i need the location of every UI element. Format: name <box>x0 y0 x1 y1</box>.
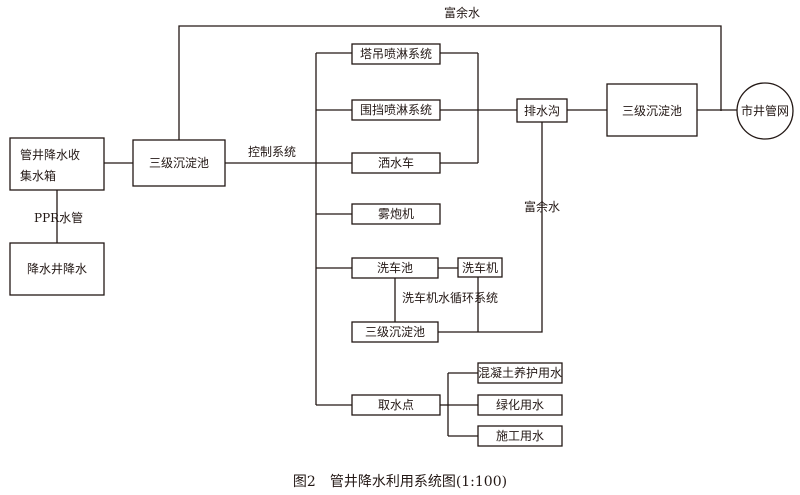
wash-cycle-label: 洗车机水循环系统 <box>402 290 498 305</box>
water-intake-frame <box>351 394 441 416</box>
connector-surplus-top <box>178 25 722 140</box>
city-pipe-label: 市井管网 <box>741 103 789 118</box>
city-pipe-circle <box>736 82 794 140</box>
fence-spray-frame <box>351 99 441 121</box>
fog-cannon-box: 雾炮机 <box>351 203 441 225</box>
settle-tank-2-frame <box>606 83 698 137</box>
collect-box: 管井降水收 集水箱 <box>9 137 105 191</box>
collect-box-label-line1: 管井降水收 <box>20 147 80 162</box>
city-pipe-node: 市井管网 <box>736 82 794 140</box>
surplus-top-label: 富余水 <box>444 5 480 20</box>
wash-pool-label: 洗车池 <box>377 260 413 275</box>
concrete-curing-frame <box>477 362 563 384</box>
water-intake-box: 取水点 <box>351 394 441 416</box>
wash-machine-frame <box>457 257 503 278</box>
control-system-label: 控制系统 <box>248 145 296 159</box>
figure-caption: 图2 管井降水利用系统图(1:100) <box>293 474 507 490</box>
tower-crane-spray-box: 塔吊喷淋系统 <box>351 43 441 65</box>
water-intake-label: 取水点 <box>378 398 414 412</box>
surplus-mid-label: 富余水 <box>524 199 560 214</box>
settle-tank-wash-box: 三级沉淀池 <box>351 321 439 343</box>
collect-box-frame <box>9 137 105 191</box>
connectors <box>56 25 737 437</box>
construction-water-box: 施工用水 <box>477 425 563 447</box>
well-dewater-label: 降水井降水 <box>27 262 87 276</box>
sprinkler-truck-label: 洒水车 <box>378 155 414 170</box>
wash-pool-frame <box>351 257 439 279</box>
settle-tank-1: 三级沉淀池 <box>132 139 226 187</box>
settle-tank-1-frame <box>132 139 226 187</box>
drain-ditch-box: 排水沟 <box>516 98 568 123</box>
well-dewater-frame <box>9 242 105 296</box>
concrete-curing-box: 混凝土养护用水 <box>477 362 563 384</box>
fog-cannon-frame <box>351 203 441 225</box>
drain-ditch-label: 排水沟 <box>524 104 560 118</box>
greening-water-label: 绿化用水 <box>496 397 544 412</box>
sprinkler-truck-frame <box>351 152 441 174</box>
ppr-pipe-label: PPR水管 <box>34 210 83 225</box>
tower-crane-spray-label: 塔吊喷淋系统 <box>360 47 432 61</box>
settle-tank-wash-frame <box>351 321 439 343</box>
tower-crane-spray-frame <box>351 43 441 65</box>
wash-machine-box: 洗车机 <box>457 257 503 278</box>
fence-spray-label: 围挡喷淋系统 <box>360 103 432 117</box>
settle-tank-2-label: 三级沉淀池 <box>622 104 682 118</box>
wash-machine-label: 洗车机 <box>462 260 498 275</box>
construction-water-frame <box>477 425 563 447</box>
settle-tank-wash-label: 三级沉淀池 <box>365 325 425 339</box>
collect-box-label-line2: 集水箱 <box>20 168 56 183</box>
greening-water-box: 绿化用水 <box>477 394 563 416</box>
construction-water-label: 施工用水 <box>496 429 544 443</box>
concrete-curing-label: 混凝土养护用水 <box>478 365 562 380</box>
sprinkler-truck-box: 洒水车 <box>351 152 441 174</box>
connector-surplus-mid <box>478 122 543 333</box>
well-dewater-box: 降水井降水 <box>9 242 105 296</box>
fence-spray-box: 围挡喷淋系统 <box>351 99 441 121</box>
drain-ditch-frame <box>516 98 568 123</box>
wash-pool-box: 洗车池 <box>351 257 439 279</box>
settle-tank-2-box: 三级沉淀池 <box>606 83 698 137</box>
greening-water-frame <box>477 394 563 416</box>
fog-cannon-label: 雾炮机 <box>378 207 414 221</box>
settle-tank-1-label: 三级沉淀池 <box>149 156 209 170</box>
